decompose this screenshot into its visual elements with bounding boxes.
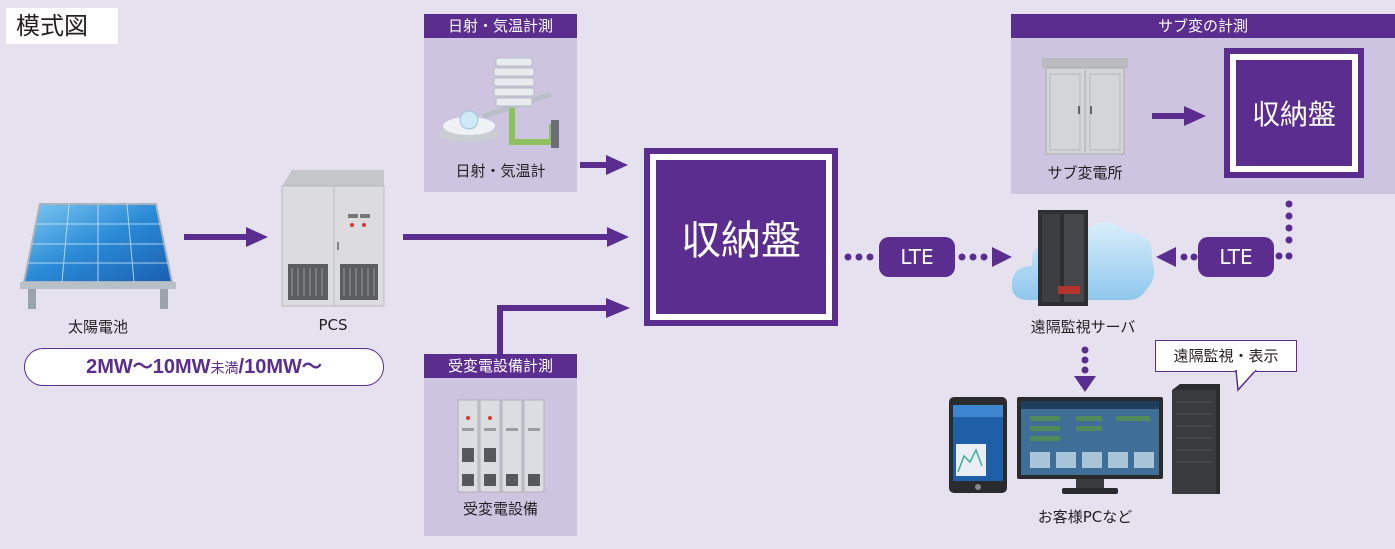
cloud-server-illustration bbox=[1008, 200, 1158, 310]
dots-main-to-lte bbox=[843, 250, 879, 264]
arrow-substation-to-box bbox=[1152, 104, 1208, 128]
server-label: 遠隔監視サーバ bbox=[1030, 318, 1136, 336]
lte-badge-left: LTE bbox=[879, 237, 955, 277]
capacity-over: /10MW～ bbox=[238, 356, 322, 378]
sub-storage-label: 収納盤 bbox=[1236, 60, 1352, 166]
arrow-pcs-to-main bbox=[403, 225, 631, 249]
capacity-range: 2MW～10MW bbox=[86, 356, 211, 378]
weather-measurement-panel: 日射・気温計測 日射・気温計 bbox=[424, 14, 577, 192]
desktop-tower-illustration bbox=[1170, 382, 1222, 496]
monitor-illustration bbox=[1016, 396, 1164, 496]
capacity-suffix: 未満 bbox=[210, 360, 239, 376]
dots-sub-to-lte bbox=[1274, 198, 1298, 266]
tablet-illustration bbox=[948, 396, 1008, 494]
arrow-lte-right-to-server bbox=[1156, 246, 1198, 268]
weather-sensor-label: 日射・気温計 bbox=[455, 162, 546, 180]
sub-station-label: サブ変電所 bbox=[1047, 164, 1123, 182]
arrow-lte-to-server bbox=[956, 246, 1014, 268]
pcs-label: PCS bbox=[318, 316, 348, 334]
substation-measurement-panel: 受変電設備計測 受変電設備 bbox=[424, 354, 577, 536]
customer-pc-label: お客様PCなど bbox=[1037, 508, 1133, 526]
remote-display-callout: 遠隔監視・表示 bbox=[1155, 340, 1297, 372]
pyranometer-illustration bbox=[424, 38, 577, 160]
substation-panel-header: 受変電設備計測 bbox=[424, 354, 577, 378]
callout-tail bbox=[1234, 370, 1258, 392]
sub-station-cabinet-illustration bbox=[1040, 56, 1130, 156]
diagram-title: 模式図 bbox=[6, 8, 118, 44]
sub-panel-header: サブ変の計測 bbox=[1011, 14, 1395, 38]
sub-storage-box: 収納盤 bbox=[1224, 48, 1364, 178]
arrow-weather-to-main bbox=[580, 153, 630, 177]
capacity-badge: 2MW～10MW未満/10MW～ bbox=[24, 348, 384, 386]
solar-label: 太陽電池 bbox=[67, 318, 128, 336]
main-storage-box: 収納盤 bbox=[644, 148, 838, 326]
pcs-cabinet-illustration bbox=[278, 168, 388, 308]
substation-label: 受変電設備 bbox=[462, 500, 538, 518]
arrow-substation-to-main bbox=[490, 292, 632, 356]
switchgear-illustration bbox=[424, 378, 577, 498]
solar-panel-illustration bbox=[18, 200, 178, 310]
main-storage-label: 収納盤 bbox=[656, 160, 826, 314]
lte-badge-right: LTE bbox=[1198, 237, 1274, 277]
arrow-solar-to-pcs bbox=[184, 225, 269, 249]
weather-panel-header: 日射・気温計測 bbox=[424, 14, 577, 38]
arrow-server-to-customer bbox=[1074, 346, 1096, 392]
